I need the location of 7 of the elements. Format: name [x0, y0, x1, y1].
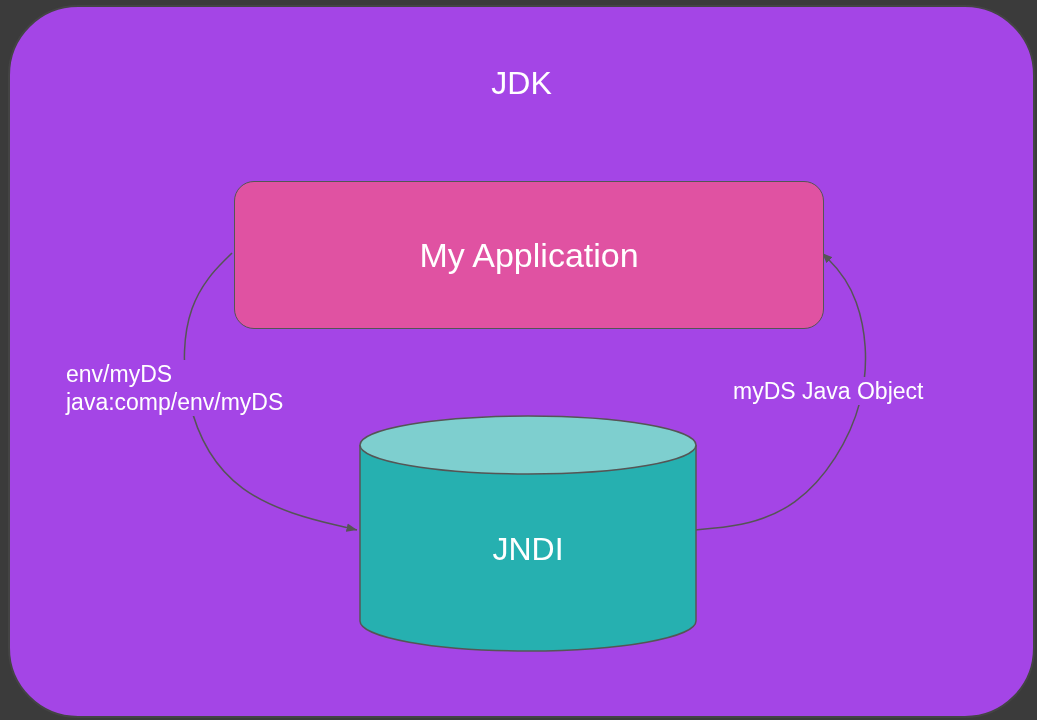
- container-title: JDK: [491, 65, 552, 102]
- edge-label: myDS Java Object: [733, 377, 924, 405]
- node-label: My Application: [419, 236, 639, 275]
- arrow: [694, 252, 867, 531]
- application-box: [234, 181, 824, 329]
- node-label: JNDI: [492, 531, 564, 568]
- container-box: [8, 5, 1035, 718]
